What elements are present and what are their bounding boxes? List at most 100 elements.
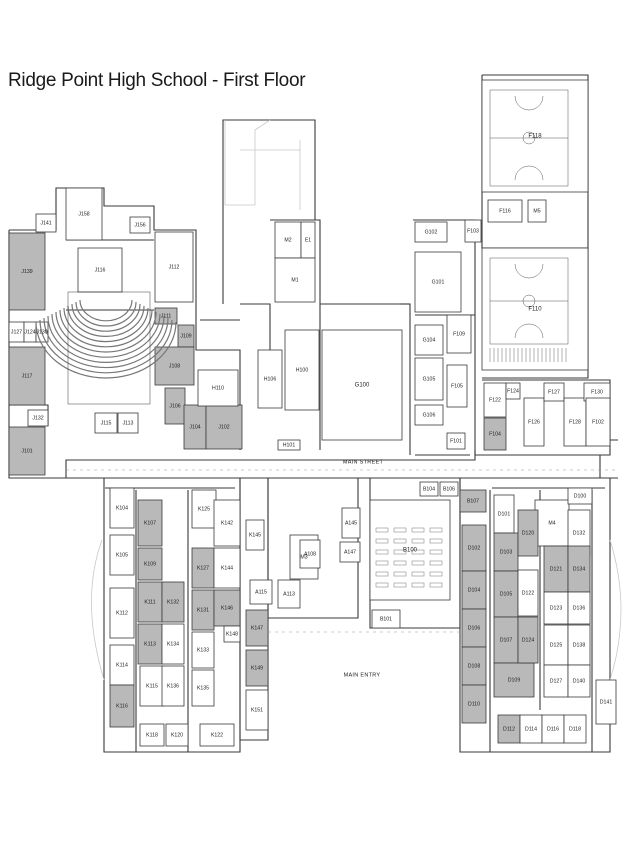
room-k132 <box>161 581 185 623</box>
room-d100 <box>567 487 593 505</box>
room-label: K120 <box>171 732 183 738</box>
room-label: F101 <box>450 438 462 444</box>
room-label: K114 <box>116 662 128 668</box>
room-label: J141 <box>40 220 51 226</box>
room-label: F102 <box>592 419 604 425</box>
room-label: K148 <box>226 631 238 637</box>
room-label: J109 <box>180 333 191 339</box>
room-label: D101 <box>498 511 511 517</box>
room-j112 <box>154 231 194 303</box>
room-d124 <box>517 616 539 664</box>
room-a113 <box>277 579 301 609</box>
room-label: G105 <box>423 376 436 382</box>
room-label: F126 <box>528 419 540 425</box>
room-g105 <box>414 357 444 401</box>
room-label: G101 <box>432 279 445 285</box>
room-g104 <box>414 324 444 356</box>
room-label: K112 <box>116 610 128 616</box>
room-label: F124 <box>507 388 519 394</box>
room-k107 <box>137 499 163 547</box>
room-label: B104 <box>423 486 435 492</box>
room-label: J132 <box>32 415 43 421</box>
room-label: G104 <box>423 337 436 343</box>
room-label: M3 <box>300 554 307 560</box>
room-b106 <box>439 481 459 497</box>
room-j113 <box>117 412 139 434</box>
room-f127 <box>543 382 565 402</box>
room-label: A147 <box>344 549 356 555</box>
room-f122 <box>483 382 507 418</box>
room-j102 <box>205 404 243 450</box>
room-d102 <box>461 524 487 572</box>
room-label: D100 <box>574 493 587 499</box>
room-label: B106 <box>443 486 455 492</box>
room-f109 <box>446 314 472 354</box>
room-f104 <box>483 417 507 451</box>
room-d108 <box>461 646 487 686</box>
room-b101 <box>371 609 401 629</box>
room-label: K144 <box>221 565 233 571</box>
room-k109 <box>137 547 163 581</box>
main-entry-label: MAIN ENTRY <box>344 672 381 678</box>
room-label: D116 <box>547 726 559 732</box>
room-d118 <box>563 714 587 744</box>
room-k151 <box>245 689 269 731</box>
room-label: B100 <box>403 548 418 554</box>
room-label: G100 <box>355 383 370 389</box>
room-label: D140 <box>573 678 586 684</box>
room-f118 <box>481 79 589 193</box>
room-label: J130 <box>36 329 47 335</box>
room-label: D109 <box>508 677 521 683</box>
room-b104 <box>419 481 439 497</box>
room-k112 <box>109 587 135 639</box>
room-j115 <box>94 412 118 434</box>
room-label: J124 <box>24 329 35 335</box>
room-label: D102 <box>468 545 481 551</box>
room-label: D118 <box>569 726 581 732</box>
room-k148 <box>223 625 241 643</box>
room-label: K132 <box>167 599 179 605</box>
room-label: F109 <box>453 331 465 337</box>
room-label: D121 <box>550 566 563 572</box>
room-label: H101 <box>283 442 296 448</box>
room-label: J111 <box>161 313 172 319</box>
room-f103 <box>464 219 482 243</box>
room-label: K113 <box>144 641 156 647</box>
room-j141 <box>35 213 57 233</box>
room-label: F118 <box>528 134 542 140</box>
room-k136 <box>161 665 185 707</box>
room-label: M5 <box>533 208 540 214</box>
room-label: A115 <box>255 589 267 595</box>
room-g101 <box>414 251 462 313</box>
room-j158 <box>65 187 103 241</box>
room-label: K136 <box>167 683 179 689</box>
room-f101 <box>446 432 466 450</box>
room-label: F105 <box>451 383 463 389</box>
room-d141 <box>595 679 617 725</box>
room-label: D136 <box>573 605 586 611</box>
room-a147 <box>339 541 361 563</box>
room-f105 <box>446 364 468 408</box>
room-label: D127 <box>550 678 563 684</box>
room-label: M4 <box>548 520 555 526</box>
room-d106 <box>461 608 487 648</box>
room-label: K115 <box>146 683 158 689</box>
room-k116 <box>109 684 135 728</box>
room-label: K116 <box>116 703 128 709</box>
room-k146 <box>213 589 241 627</box>
room-label: D112 <box>503 726 515 732</box>
room-j101 <box>8 426 46 476</box>
room-label: B107 <box>467 498 479 504</box>
room-d125 <box>543 624 569 666</box>
room-label: D108 <box>468 663 481 669</box>
room-label: D122 <box>522 590 535 596</box>
room-label: K142 <box>221 520 233 526</box>
room-label: K127 <box>197 565 209 571</box>
room-label: F110 <box>528 307 542 313</box>
room-h110 <box>197 369 239 407</box>
room-label: D104 <box>468 587 481 593</box>
room-k122 <box>199 723 235 747</box>
room-label: D132 <box>573 530 586 536</box>
room-label: H100 <box>296 367 309 373</box>
room-label: J127 <box>11 329 22 335</box>
